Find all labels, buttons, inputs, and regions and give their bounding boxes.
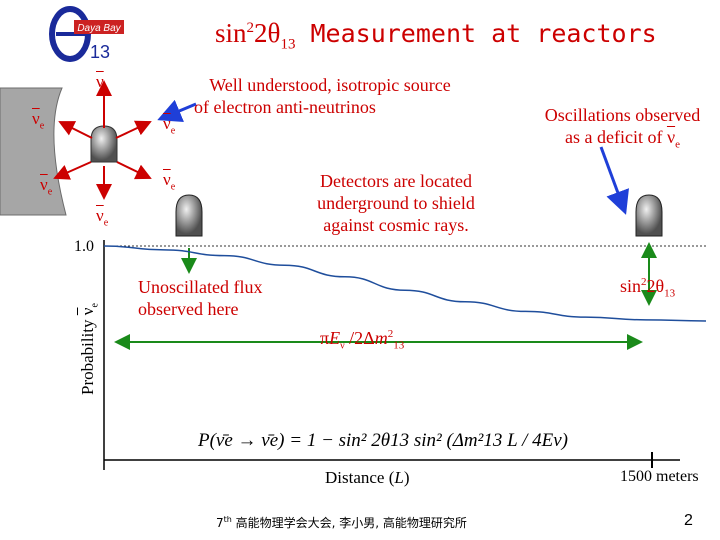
len-m: m [374, 328, 388, 348]
theta-logo-icon: Daya Bay 13 [49, 6, 124, 62]
footer-rest: 高能物理学会大会, 李小男, 高能物理研究所 [231, 516, 467, 530]
nu-symbol: ν [96, 206, 104, 225]
x-axis-label: Distance (L) [325, 468, 410, 488]
cooling-tower-icon [0, 87, 67, 216]
nu-symbol: ν [666, 127, 676, 147]
title-sub: 13 [280, 36, 296, 53]
nu-flavor: e [170, 181, 176, 193]
nu-symbol: ν [163, 170, 171, 189]
title-sin: sin [215, 18, 247, 48]
arrow-lower-right [116, 161, 152, 180]
title-sup: 2 [246, 20, 255, 36]
oscillation-line-2-text: as a deficit of [565, 127, 663, 147]
oscillation-description: Oscillations observed as a deficit of νe [530, 104, 715, 156]
nu-label-tower: νe [32, 109, 44, 131]
nu-symbol: ν [32, 109, 40, 128]
survival-formula: P(ν̄e → ν̄e) = 1 − sin² 2θ13 sin² (Δm²13… [198, 430, 568, 451]
oscillation-line-2: as a deficit of νe [530, 126, 715, 156]
nu-flavor: e [103, 83, 109, 95]
nu-flavor: e [39, 120, 45, 132]
source-description: Well understood, isotropic source of ele… [190, 74, 470, 118]
nu-flavor: e [89, 303, 101, 308]
amp-theta: 2θ [646, 276, 665, 296]
source-line-2: of electron anti-neutrinos [194, 97, 376, 117]
title-rest: Measurement at reactors [295, 19, 657, 48]
detector-description: Detectors are located underground to shi… [300, 170, 492, 236]
amp-sin: sin [620, 276, 642, 296]
logo-digits: 13 [90, 42, 110, 62]
amp-sub: 13 [664, 287, 676, 300]
source-line-1: Well understood, isotropic source [209, 75, 451, 95]
x-label-suffix: ) [403, 468, 410, 487]
len-e: E [329, 328, 341, 348]
source-pointer-arrow [157, 99, 197, 122]
x-end-label: 1500 meters [620, 468, 699, 485]
len-nu: ν [340, 340, 345, 352]
logo-text: Daya Bay [77, 23, 121, 34]
nu-label-bottom: νe [96, 206, 108, 228]
nu-symbol: ν [78, 307, 97, 316]
daya-bay-logo: Daya Bay 13 [32, 6, 132, 64]
len-sup: 2 [387, 328, 394, 340]
arrow-upper-right [115, 120, 152, 139]
probability-curve [103, 245, 707, 322]
nu-symbol: ν [163, 114, 171, 133]
nu-label-upper-right: νe [163, 114, 175, 136]
nu-label-lower-right: νe [163, 170, 175, 192]
page-title: sin22θ13 Measurement at reactors [215, 18, 657, 53]
nu-label-top: νe [96, 72, 108, 94]
oscillation-pointer-arrow [599, 146, 629, 215]
arrow-upper-left [58, 121, 93, 139]
title-theta: 2θ [254, 18, 281, 48]
nu-flavor: e [47, 186, 53, 198]
nu-symbol: ν [96, 72, 104, 91]
nu-symbol: ν [40, 175, 48, 194]
oscillation-length-label: πEν /2Δm213 [320, 328, 404, 352]
unoscillated-description: Unoscillated flux observed here [138, 276, 262, 320]
unoscillated-line-2: observed here [138, 299, 239, 319]
footer-th: th [223, 515, 232, 524]
len-sub: 13 [393, 339, 405, 352]
y-label-prefix: Probability [78, 319, 97, 395]
footer-text: 7th 高能物理学会大会, 李小男, 高能物理研究所 [216, 514, 467, 531]
y-axis-label: Probability νe [78, 303, 100, 395]
footer-pre: 7 [216, 516, 224, 530]
len-slash: /2Δ [344, 328, 375, 348]
x-label-var: L [394, 468, 404, 487]
x-label-prefix: Distance ( [325, 468, 395, 487]
y-tick-1: 1.0 [74, 238, 94, 255]
oscillation-line-1: Oscillations observed [544, 105, 701, 125]
detector-line-2: underground to shield [317, 193, 475, 213]
near-detector-icon [175, 194, 203, 237]
len-pi: π [320, 328, 330, 348]
unoscillated-line-1: Unoscillated flux [138, 277, 263, 297]
nu-flavor: e [103, 217, 109, 229]
amp-sup: 2 [641, 276, 647, 288]
reactor-dome-icon [90, 125, 118, 163]
amplitude-label: sin22θ13 [620, 276, 675, 300]
nu-label-lower-left: νe [40, 175, 52, 197]
nu-flavor: e [170, 125, 176, 137]
detector-line-1: Detectors are located [320, 171, 472, 191]
detector-line-3: against cosmic rays. [323, 215, 469, 235]
arrow-lower-left [53, 161, 92, 180]
far-detector-icon [635, 194, 663, 237]
nu-flavor: e [675, 138, 680, 151]
page-number: 2 [684, 512, 693, 529]
